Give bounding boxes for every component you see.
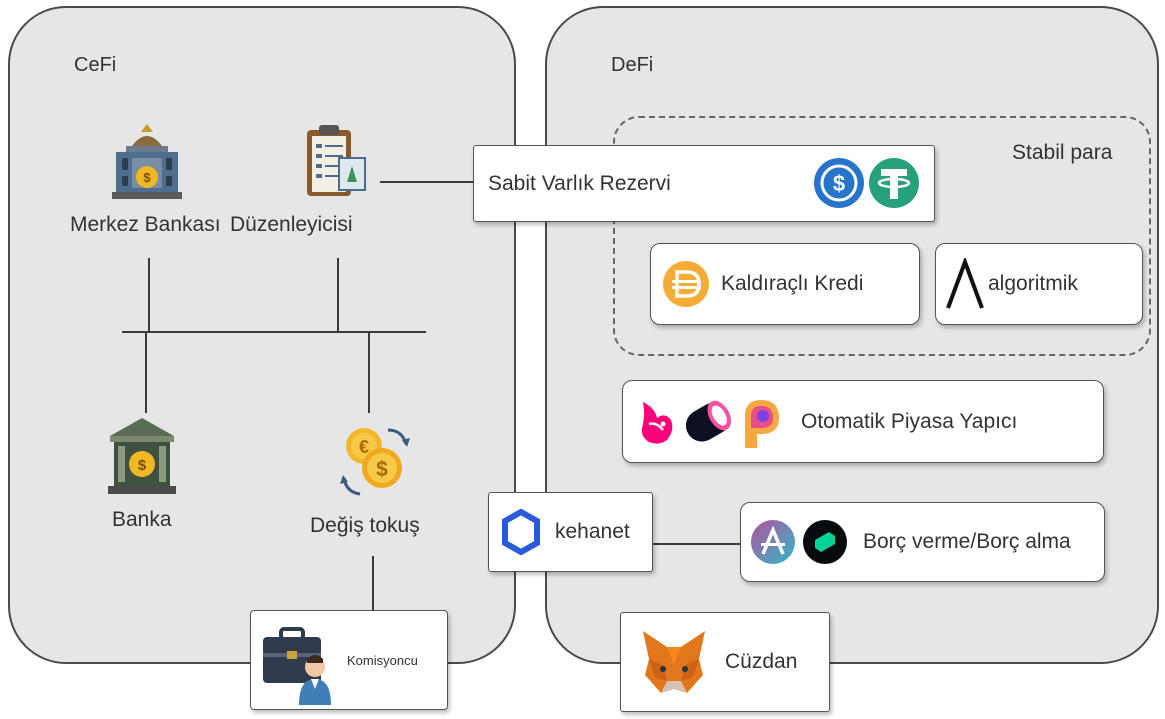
svg-text:$: $: [138, 457, 147, 474]
lending-box: Borç verme/Borç alma: [740, 502, 1105, 582]
compound-icon: [801, 518, 849, 566]
broker-icon: [259, 615, 339, 705]
wallet-label: Cüzdan: [725, 650, 798, 673]
stablecoin-group-label: Stabil para: [1012, 141, 1113, 164]
aave-icon: [749, 518, 797, 566]
amm-box: Otomatik Piyasa Yapıcı: [622, 380, 1104, 463]
lending-label: Borç verme/Borç alma: [863, 530, 1071, 553]
metamask-fox-icon: [637, 625, 711, 699]
usdc-icon: $: [812, 156, 866, 210]
exchange-label: Değiş tokuş: [310, 514, 420, 537]
bank-label: Banka: [112, 508, 172, 531]
exchange-rise-line: [368, 331, 370, 413]
cefi-panel: [8, 6, 516, 664]
bank-rise-line: [145, 331, 147, 413]
pancake-icon: [737, 394, 787, 450]
svg-text:$: $: [833, 171, 845, 196]
oracle-label: kehanet: [555, 520, 630, 543]
oracle-to-lending-line: [652, 543, 742, 545]
broker-box: Komisyoncu: [250, 610, 448, 710]
tether-icon: [867, 156, 921, 210]
regulator-label: Düzenleyicisi: [230, 213, 353, 236]
exchange-to-broker-line: [372, 556, 374, 612]
lambda-icon: [944, 258, 986, 310]
regulator-drop-line: [337, 258, 339, 332]
asset-reserve-label: Sabit Varlık Rezervi: [488, 171, 671, 195]
central-bank-icon: $: [112, 122, 182, 200]
cefi-title: CeFi: [74, 54, 117, 76]
exchange-coins-icon: € $: [336, 416, 416, 506]
bank-icon: $: [108, 414, 176, 496]
oracle-box: kehanet: [488, 492, 653, 572]
sushiswap-icon: [681, 394, 735, 450]
svg-text:€: €: [359, 437, 369, 457]
cefi-bus-line: [122, 331, 426, 333]
leveraged-credit-box: Kaldıraçlı Kredi: [650, 243, 920, 325]
svg-text:$: $: [376, 458, 388, 481]
stablecoin-group: [613, 116, 1151, 356]
chainlink-icon: [501, 509, 541, 555]
dai-icon: [661, 259, 711, 309]
uniswap-icon: [635, 394, 679, 450]
asset-reserve-box: Sabit Varlık Rezervi $: [473, 145, 935, 222]
central-bank-drop-line: [148, 258, 150, 332]
regulator-to-reserve-line: [380, 181, 475, 183]
algorithmic-box: algoritmik: [935, 243, 1143, 325]
wallet-box: Cüzdan: [620, 612, 830, 712]
central-bank-label: Merkez Bankası: [70, 213, 221, 236]
broker-label: Komisyoncu: [347, 652, 418, 668]
algorithmic-label: algoritmik: [988, 272, 1078, 295]
leveraged-credit-label: Kaldıraçlı Kredi: [721, 272, 864, 295]
defi-title: DeFi: [611, 54, 654, 76]
amm-label: Otomatik Piyasa Yapıcı: [801, 409, 1018, 433]
regulator-clipboard-icon: [303, 122, 371, 202]
svg-text:$: $: [143, 170, 151, 185]
